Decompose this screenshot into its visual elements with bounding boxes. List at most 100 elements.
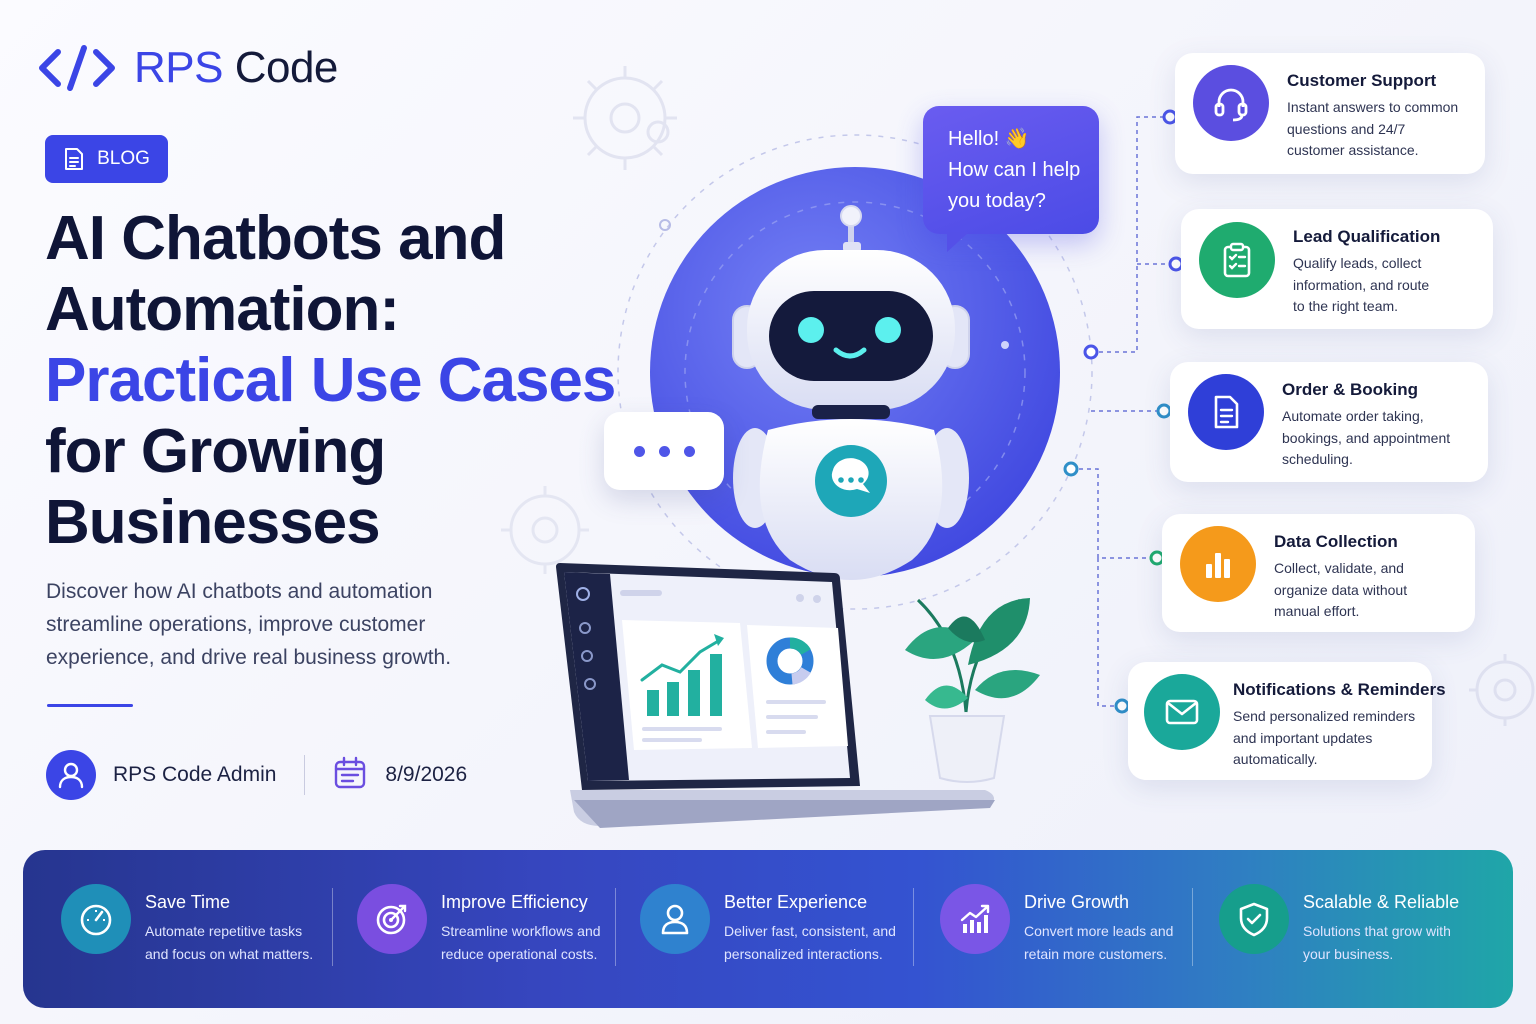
- author-name[interactable]: RPS Code Admin: [113, 763, 277, 786]
- description-line: personalized interactions.: [724, 946, 883, 962]
- description-line: scheduling.: [1282, 451, 1353, 467]
- benefit-description: Streamline workflows and reduce operatio…: [441, 920, 601, 966]
- brand-name: RPS Code: [134, 43, 338, 93]
- use-case-title: Order & Booking: [1282, 380, 1419, 399]
- use-case-card-customer-support[interactable]: Customer Support Instant answers to comm…: [1175, 53, 1485, 174]
- growth-chart-icon: [940, 884, 1010, 954]
- use-case-title: Lead Qualification: [1293, 227, 1441, 246]
- document-icon: [1188, 374, 1264, 450]
- description-line: customer assistance.: [1287, 142, 1419, 158]
- use-case-description: Collect, validate, and organize data wit…: [1274, 558, 1459, 623]
- benefit-title: Scalable & Reliable: [1303, 892, 1460, 912]
- description-line: Instant answers to common: [1287, 99, 1459, 115]
- benefit-separator: [615, 888, 616, 966]
- typing-indicator-bubble: [604, 412, 724, 490]
- post-meta: RPS Code Admin 8/9/2026: [46, 750, 467, 800]
- typing-dot: [633, 445, 645, 457]
- use-case-card-lead-qualification[interactable]: Lead Qualification Qualify leads, collec…: [1181, 209, 1493, 329]
- description-line: Automate repetitive tasks: [145, 923, 303, 939]
- target-icon: [357, 884, 427, 954]
- benefit-separator: [1192, 888, 1193, 966]
- benefit-description: Deliver fast, consistent, and personaliz…: [724, 920, 896, 966]
- author-avatar[interactable]: [46, 750, 96, 800]
- description-line: automatically.: [1233, 751, 1318, 767]
- gear-icon: [501, 486, 589, 574]
- orbit-ring: [617, 134, 1093, 610]
- subtitle-line-1: Discover how AI chatbots and automation: [46, 580, 433, 603]
- brand-logo[interactable]: RPS Code: [38, 42, 338, 94]
- document-icon: [65, 148, 84, 170]
- use-case-title: Notifications & Reminders: [1233, 680, 1446, 699]
- bar-chart-icon: [1180, 526, 1256, 602]
- orbit-dot: [659, 219, 671, 231]
- benefit-description: Solutions that grow with your business.: [1303, 920, 1451, 966]
- speedometer-icon: [61, 884, 131, 954]
- title-line-3: Practical Use Cases: [45, 346, 616, 415]
- description-line: and focus on what matters.: [145, 946, 314, 962]
- connector-lines: [1071, 116, 1174, 707]
- description-line: questions and 24/7: [1287, 120, 1406, 137]
- benefit-separator: [332, 888, 333, 966]
- typing-dot: [683, 445, 695, 457]
- greeting-line-3: you today?: [948, 190, 1046, 212]
- gear-icon: [573, 66, 677, 170]
- brand-name-suffix: Code: [234, 43, 339, 92]
- bubble-tail: [947, 232, 969, 252]
- gear-icon: [1469, 654, 1535, 726]
- benefit-title: Drive Growth: [1024, 892, 1130, 912]
- blog-badge[interactable]: BLOG: [45, 135, 168, 183]
- description-line: Convert more leads and: [1024, 923, 1174, 939]
- robot-mascot: [732, 205, 970, 580]
- title-line-1: AI Chatbots and: [45, 204, 506, 273]
- use-case-description: Automate order taking, bookings, and app…: [1282, 406, 1467, 471]
- description-line: Deliver fast, consistent, and: [724, 923, 896, 939]
- page-title: AI Chatbots and Automation: Practical Us…: [45, 203, 645, 558]
- benefit-description: Automate repetitive tasks and focus on w…: [145, 920, 313, 966]
- subtitle-line-3: experience, and drive real business grow…: [46, 646, 452, 669]
- subtitle-line-2: streamline operations, improve customer: [46, 613, 426, 636]
- use-case-card-order-booking[interactable]: Order & Booking Automate order taking, b…: [1170, 362, 1488, 482]
- title-line-4: for Growing: [45, 417, 386, 486]
- mail-icon: [1144, 674, 1220, 750]
- description-line: Solutions that grow with: [1303, 923, 1451, 939]
- description-line: retain more customers.: [1024, 946, 1168, 962]
- calendar-icon: [333, 756, 367, 795]
- chat-bubble-greeting: Hello! 👋 How can I help you today?: [923, 106, 1099, 252]
- benefit-description: Convert more leads and retain more custo…: [1024, 920, 1173, 966]
- use-case-card-data-collection[interactable]: Data Collection Collect, validate, and o…: [1162, 514, 1475, 632]
- accent-divider: [47, 704, 133, 707]
- description-line: Collect, validate, and: [1274, 560, 1404, 576]
- title-line-2: Automation:: [45, 275, 400, 344]
- benefits-band: Save Time Automate repetitive tasks and …: [23, 850, 1513, 1008]
- description-line: Send personalized reminders: [1233, 708, 1416, 724]
- use-case-description: Qualify leads, collect information, and …: [1293, 253, 1478, 318]
- laptop-dashboard: [556, 563, 995, 828]
- greeting-line-2: How can I help: [948, 159, 1081, 181]
- benefit-title: Improve Efficiency: [441, 892, 588, 912]
- blog-badge-label: BLOG: [97, 148, 150, 169]
- use-case-description: Instant answers to common questions and …: [1287, 97, 1472, 162]
- user-icon: [58, 762, 84, 789]
- benefit-separator: [913, 888, 914, 966]
- headset-icon: [1193, 65, 1269, 141]
- shield-check-icon: [1219, 884, 1289, 954]
- benefit-title: Better Experience: [724, 892, 868, 912]
- description-line: Automate order taking,: [1282, 408, 1424, 424]
- description-line: organize data without: [1274, 581, 1408, 598]
- description-line: and important updates: [1233, 729, 1373, 746]
- hero-illustration: [501, 66, 1535, 828]
- clipboard-icon: [1199, 222, 1275, 298]
- user-icon: [640, 884, 710, 954]
- greeting-line-1: Hello! 👋: [948, 128, 1030, 150]
- publish-date: 8/9/2026: [385, 763, 468, 786]
- description-line: bookings, and appointment: [1282, 429, 1451, 446]
- description-line: information, and route: [1293, 276, 1430, 293]
- description-line: Qualify leads, collect: [1293, 255, 1422, 271]
- use-case-title: Customer Support: [1287, 71, 1437, 90]
- orbit-dot: [1001, 341, 1009, 349]
- brand-name-prefix: RPS: [134, 43, 223, 92]
- use-case-card-notifications[interactable]: Notifications & Reminders Send personali…: [1128, 662, 1446, 780]
- typing-dot: [658, 445, 670, 457]
- description-line: manual effort.: [1274, 603, 1360, 619]
- description-line: to the right team.: [1293, 298, 1399, 314]
